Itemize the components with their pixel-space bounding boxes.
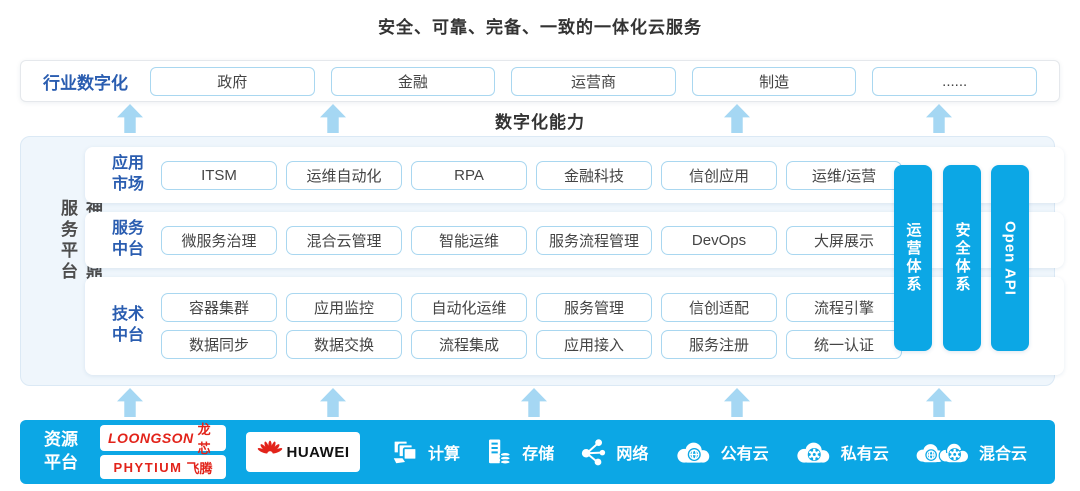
capability-item[interactable]: 金融科技 (536, 160, 652, 190)
resource-item-private-cloud: 私有云 (793, 437, 889, 467)
industry-item[interactable]: 金融 (330, 66, 496, 96)
huawei-logo: HUAWEI (246, 432, 360, 472)
capability-item[interactable]: RPA (411, 160, 527, 190)
capability-item[interactable]: DevOps (661, 225, 777, 255)
industry-row: 行业数字化 政府 金融 运营商 制造 ...... (20, 60, 1060, 102)
up-arrow-icon (117, 388, 143, 417)
app-market-items: ITSM 运维自动化 RPA 金融科技 信创应用 运维/运营 (161, 160, 902, 190)
page-title: 安全、可靠、完备、一致的一体化云服务 (378, 18, 702, 37)
vertical-bar-security: 安全体系 (943, 165, 981, 351)
service-platform-label: 服务 中台 (111, 220, 144, 258)
capability-item[interactable]: 服务管理 (536, 293, 652, 322)
up-arrow-icon (724, 388, 750, 417)
resource-item-compute: 计算 (390, 437, 460, 467)
resource-items: 计算 存储 (390, 437, 1027, 467)
resource-item-public-cloud: 公有云 (673, 437, 769, 467)
storage-icon (484, 437, 514, 467)
industry-items: 政府 金融 运营商 制造 ...... (150, 66, 1037, 96)
capability-item[interactable]: 混合云管理 (286, 225, 402, 255)
capability-item[interactable]: 流程引擎 (786, 293, 902, 322)
capability-item[interactable]: 应用监控 (286, 293, 402, 322)
phytium-logo: PHYTIUM 飞腾 (100, 455, 226, 479)
capability-item[interactable]: 运维/运营 (786, 160, 902, 190)
resource-platform-bar: 资源 平台 LOONGSON 龙芯 PHYTIUM 飞腾 (20, 420, 1055, 484)
capability-item[interactable]: 应用接入 (536, 330, 652, 359)
resource-arrows-band (0, 388, 1080, 418)
capability-item[interactable]: 流程集成 (411, 330, 527, 359)
huawei-flower-icon (257, 438, 283, 467)
vendor-logos: LOONGSON 龙芯 PHYTIUM 飞腾 (100, 422, 226, 479)
industry-row-label: 行业数字化 (43, 73, 128, 93)
capability-item[interactable]: 数据同步 (161, 330, 277, 359)
platform-container: 神州云鼎云服务平台 应用 市场 ITSM 运维自动化 RPA 金融科技 信创应用… (20, 136, 1064, 386)
industry-item[interactable]: ...... (872, 66, 1037, 96)
capability-item[interactable]: 信创应用 (661, 160, 777, 190)
capability-item[interactable]: ITSM (161, 160, 277, 190)
tech-platform-label: 技术 中台 (111, 306, 144, 344)
capability-item[interactable]: 数据交换 (286, 330, 402, 359)
industry-item[interactable]: 制造 (691, 66, 857, 96)
hybrid-cloud-icon (913, 437, 971, 467)
compute-icon (390, 437, 420, 467)
service-platform-items: 微服务治理 混合云管理 智能运维 服务流程管理 DevOps 大屏展示 (161, 225, 902, 255)
resource-item-hybrid-cloud: 混合云 (913, 437, 1027, 467)
capability-item[interactable]: 服务注册 (661, 330, 777, 359)
capability-item[interactable]: 运维自动化 (286, 160, 402, 190)
public-cloud-icon (673, 437, 713, 467)
capability-item[interactable]: 服务流程管理 (536, 225, 652, 255)
capability-item[interactable]: 大屏展示 (786, 225, 902, 255)
capability-item[interactable]: 自动化运维 (411, 293, 527, 322)
digital-capability-label: 数字化能力 (495, 113, 585, 132)
app-market-label: 应用 市场 (111, 155, 144, 193)
industry-item[interactable]: 政府 (150, 66, 315, 96)
industry-item[interactable]: 运营商 (511, 66, 676, 96)
capability-item[interactable]: 微服务治理 (161, 225, 277, 255)
network-icon (578, 437, 608, 467)
capability-item[interactable]: 信创适配 (661, 293, 777, 322)
capability-item[interactable]: 统一认证 (786, 330, 902, 359)
private-cloud-icon (793, 437, 833, 467)
digital-capability-band: 数字化能力 (0, 104, 1080, 134)
resource-item-storage: 存储 (484, 437, 554, 467)
resource-item-network: 网络 (578, 437, 648, 467)
loongson-logo: LOONGSON 龙芯 (100, 422, 226, 456)
tech-platform-items: 容器集群 应用监控 自动化运维 服务管理 信创适配 流程引擎 数据同步 数据交换… (161, 293, 902, 359)
resource-platform-label: 资源 平台 (44, 430, 78, 472)
tech-platform-panel: 技术 中台 容器集群 应用监控 自动化运维 服务管理 信创适配 流程引擎 数据同… (85, 277, 1064, 375)
up-arrow-icon (521, 388, 547, 417)
vertical-bar-operations: 运营体系 (894, 165, 932, 351)
capability-item[interactable]: 容器集群 (161, 293, 277, 322)
vertical-bar-open-api: Open API (991, 165, 1029, 351)
capability-item[interactable]: 智能运维 (411, 225, 527, 255)
up-arrow-icon (320, 388, 346, 417)
up-arrow-icon (926, 388, 952, 417)
